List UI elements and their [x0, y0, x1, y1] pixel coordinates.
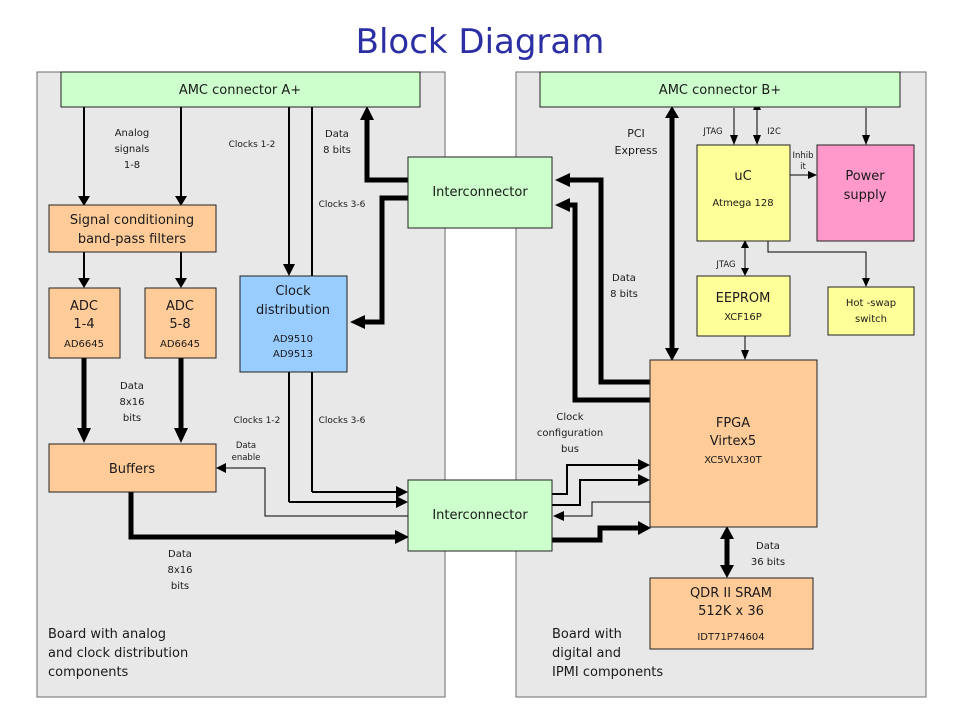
i2c-label: I2C — [767, 127, 781, 137]
svg-text:distribution: distribution — [256, 303, 330, 318]
svg-text:8x16: 8x16 — [119, 397, 144, 408]
svg-text:1-8: 1-8 — [124, 160, 140, 171]
svg-text:Signal conditioning: Signal conditioning — [70, 213, 194, 228]
hot-swap-switch-block: Hot -swap switch — [827, 286, 915, 336]
arrowheads — [77, 101, 870, 578]
svg-text:8 bits: 8 bits — [610, 289, 638, 300]
svg-text:Data: Data — [325, 129, 349, 140]
svg-text:switch: switch — [855, 314, 887, 325]
left-board-caption: Board with analog and clock distribution… — [48, 627, 188, 680]
svg-text:ADC: ADC — [70, 299, 98, 314]
svg-text:FPGA: FPGA — [716, 416, 750, 431]
signal-conditioning-block: Signal conditioning band-pass filters — [48, 204, 217, 253]
svg-text:EEPROM: EEPROM — [716, 291, 771, 306]
svg-text:Analog: Analog — [115, 128, 150, 139]
svg-text:digital and: digital and — [552, 646, 621, 661]
svg-text:Data: Data — [236, 441, 256, 451]
data-8x16-bottom-label: Data 8x16 bits — [167, 549, 192, 592]
clock-configuration-bus-label: Clock configuration bus — [537, 412, 603, 455]
svg-text:uC: uC — [734, 169, 751, 184]
svg-text:Power: Power — [845, 169, 885, 184]
analog-signals-label: Analog signals 1-8 — [115, 128, 150, 171]
adc-1-4-block: ADC 1-4 AD6645 — [48, 287, 121, 359]
svg-text:XCF16P: XCF16P — [724, 312, 762, 323]
svg-text:Board with analog: Board with analog — [48, 627, 166, 642]
svg-text:it: it — [800, 162, 806, 172]
svg-text:AD6645: AD6645 — [64, 339, 104, 350]
svg-text:configuration: configuration — [537, 428, 603, 439]
svg-text:AMC connector B+: AMC connector B+ — [659, 83, 781, 98]
svg-text:8x16: 8x16 — [167, 565, 192, 576]
left-board-panel — [36, 71, 446, 698]
interconnector-bottom-block: Interconnector — [407, 479, 553, 552]
data-8-bits-right-label: Data 8 bits — [610, 273, 638, 300]
jtag-mid-label: JTAG — [715, 260, 735, 270]
svg-text:AMC connector A+: AMC connector A+ — [179, 83, 301, 98]
adc-5-8-block: ADC 5-8 AD6645 — [144, 287, 217, 359]
page-title: Block Diagram — [356, 22, 605, 62]
data-8x16-mid-label: Data 8x16 bits — [119, 381, 144, 424]
amc-connector-b-block: AMC connector B+ — [539, 71, 901, 108]
svg-text:Data: Data — [756, 541, 780, 552]
eeprom-block: EEPROM XCF16P — [696, 275, 791, 337]
svg-text:5-8: 5-8 — [169, 317, 190, 332]
qdr-sram-block: QDR II SRAM 512K x 36 IDT71P74604 — [649, 577, 814, 650]
clocks-3-6-bottom-label: Clocks 3-6 — [319, 416, 366, 426]
data-enable-label: Data enable — [232, 441, 261, 463]
svg-text:QDR II SRAM: QDR II SRAM — [690, 586, 772, 601]
svg-text:IDT71P74604: IDT71P74604 — [697, 632, 764, 643]
svg-text:AD6645: AD6645 — [160, 339, 200, 350]
data-8-bits-left-label: Data 8 bits — [323, 129, 351, 156]
power-supply-block: Power supply — [816, 144, 915, 242]
right-board-caption: Board with digital and IPMI components — [552, 627, 663, 680]
svg-text:Data: Data — [168, 549, 192, 560]
svg-text:Clock: Clock — [275, 284, 311, 299]
svg-text:Interconnector: Interconnector — [432, 185, 528, 200]
svg-text:XC5VLX30T: XC5VLX30T — [704, 455, 762, 466]
inhibit-label: Inhib it — [792, 151, 813, 172]
svg-text:Interconnector: Interconnector — [432, 508, 528, 523]
svg-text:Virtex5: Virtex5 — [710, 434, 756, 449]
buffers-block: Buffers — [48, 443, 217, 493]
svg-text:8 bits: 8 bits — [323, 145, 351, 156]
amc-connector-a-block: AMC connector A+ — [60, 71, 421, 108]
svg-text:512K x 36: 512K x 36 — [698, 604, 764, 619]
svg-text:band-pass filters: band-pass filters — [78, 232, 187, 247]
jtag-top-label: JTAG — [702, 127, 722, 137]
svg-text:Clock: Clock — [556, 412, 583, 423]
svg-text:supply: supply — [844, 188, 887, 203]
svg-text:Hot -swap: Hot -swap — [846, 298, 896, 309]
svg-text:signals: signals — [115, 144, 150, 155]
svg-text:AD9513: AD9513 — [273, 349, 313, 360]
data-36-bits-label: Data 36 bits — [751, 541, 785, 568]
svg-text:Board with: Board with — [552, 627, 622, 642]
clocks-1-2-bottom-label: Clocks 1-2 — [234, 416, 281, 426]
clocks-1-2-top-label: Clocks 1-2 — [229, 140, 276, 150]
svg-text:Inhib: Inhib — [792, 151, 813, 161]
svg-text:bits: bits — [171, 581, 189, 592]
clocks-3-6-top-label: Clocks 3-6 — [319, 200, 366, 210]
svg-text:components: components — [48, 665, 129, 680]
fpga-block: FPGA Virtex5 XC5VLX30T — [649, 359, 818, 528]
svg-text:Data: Data — [612, 273, 636, 284]
pci-express-label: PCI Express — [615, 127, 658, 157]
svg-text:PCI: PCI — [627, 127, 645, 140]
clock-distribution-block: Clock distribution AD9510 AD9513 — [239, 275, 348, 373]
svg-text:Buffers: Buffers — [109, 462, 155, 477]
svg-text:IPMI components: IPMI components — [552, 665, 663, 680]
interconnector-top-block: Interconnector — [407, 156, 553, 229]
svg-text:ADC: ADC — [166, 299, 194, 314]
svg-text:bus: bus — [561, 444, 579, 455]
svg-text:AD9510: AD9510 — [273, 334, 313, 345]
svg-text:and clock distribution: and clock distribution — [48, 646, 188, 661]
svg-text:bits: bits — [123, 413, 141, 424]
svg-text:Data: Data — [120, 381, 144, 392]
svg-text:Atmega 128: Atmega 128 — [712, 198, 773, 209]
microcontroller-block: uC Atmega 128 — [696, 144, 791, 242]
wires — [81, 107, 867, 566]
svg-text:enable: enable — [232, 453, 261, 463]
svg-text:1-4: 1-4 — [73, 317, 94, 332]
svg-text:Express: Express — [615, 144, 658, 157]
svg-text:36 bits: 36 bits — [751, 557, 785, 568]
